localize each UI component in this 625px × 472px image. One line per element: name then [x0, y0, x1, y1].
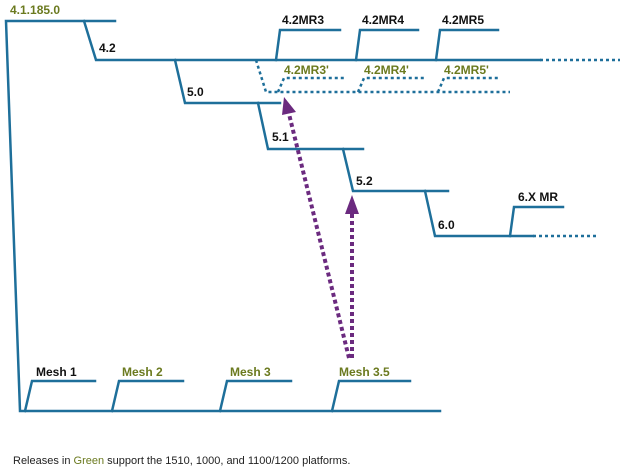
label-mesh2: Mesh 2 — [122, 365, 163, 379]
footnote-highlight: Green — [73, 455, 105, 467]
branch-mesh1 — [23, 379, 97, 413]
label-4-2mr5-prime: 4.2MR5' — [444, 63, 489, 77]
label-4-2: 4.2 — [99, 41, 116, 55]
label-4-2mr4-prime: 4.2MR4' — [364, 63, 409, 77]
footnote: Releases in Green support the 1510, 1000… — [13, 455, 350, 467]
footnote-prefix: Releases in — [13, 455, 74, 467]
branch-mesh3 — [218, 379, 293, 413]
label-4-1-185-0: 4.1.185.0 — [10, 3, 60, 17]
branch-5-0 — [173, 58, 282, 105]
footnote-suffix: support the 1510, 1000, and 1100/1200 pl… — [104, 455, 351, 467]
arrowhead-5-2 — [345, 195, 359, 214]
label-6-x-mr: 6.X MR — [518, 190, 558, 204]
label-5-0: 5.0 — [187, 85, 204, 99]
arrowhead-mr3prime — [282, 97, 296, 115]
label-6-0: 6.0 — [438, 218, 455, 232]
label-mesh3: Mesh 3 — [230, 365, 271, 379]
branch-6-0 — [423, 189, 535, 238]
branch-mesh2 — [110, 379, 185, 413]
branch-4-2mr5-prime — [436, 76, 500, 93]
branch-4-2mr4 — [354, 28, 420, 62]
branch-4-2mr5 — [434, 28, 500, 62]
label-4-2mr3-prime: 4.2MR3' — [284, 63, 329, 77]
label-4-2mr3: 4.2MR3 — [282, 13, 324, 27]
branch-5-1 — [256, 101, 365, 151]
branch-root — [4, 19, 442, 413]
branch-6-x-mr — [508, 205, 565, 238]
branch-4-2mr4-prime — [356, 76, 424, 93]
label-5-1: 5.1 — [272, 130, 289, 144]
branch-4-2mr3-prime — [276, 76, 345, 93]
label-4-2mr4: 4.2MR4 — [362, 13, 404, 27]
label-4-2mr5: 4.2MR5 — [442, 13, 484, 27]
branch-mesh3-5 — [330, 379, 412, 413]
branch-4-2mr3 — [274, 28, 342, 62]
branch-5-2 — [341, 147, 450, 193]
label-mesh1: Mesh 1 — [36, 365, 77, 379]
label-5-2: 5.2 — [356, 174, 373, 188]
arrow-mesh35-to-mr3prime — [287, 113, 351, 359]
branch-4-2 — [82, 19, 542, 62]
label-mesh3-5: Mesh 3.5 — [339, 365, 390, 379]
